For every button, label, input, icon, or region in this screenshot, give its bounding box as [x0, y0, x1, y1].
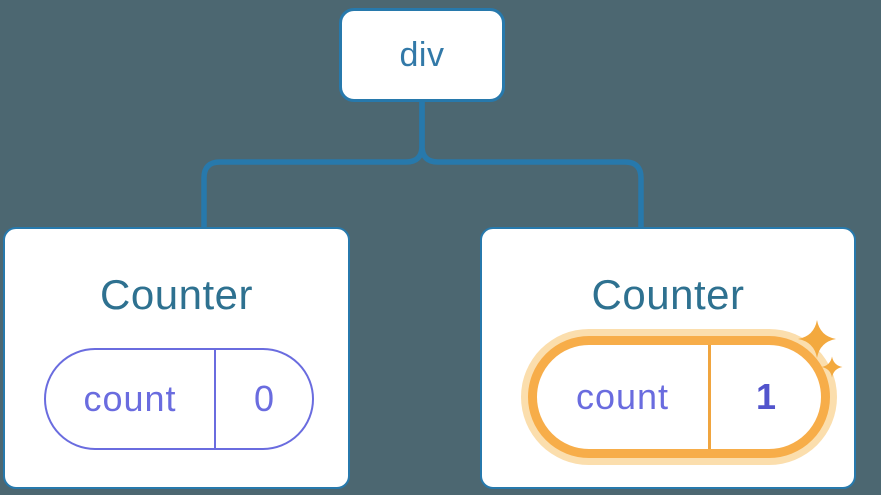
state-key-label: count: [575, 376, 670, 417]
counter-card-title: Counter: [591, 271, 745, 318]
state-pill-highlighted: count 1: [528, 336, 830, 458]
counter-card-right: Counter count 1: [480, 227, 856, 489]
state-key-cell: count: [46, 350, 216, 448]
tree-root-node: div: [339, 8, 505, 102]
sparkle-small: [821, 356, 843, 378]
root-node-label: div: [399, 35, 445, 74]
connector-right-branch: [419, 100, 644, 229]
state-value-cell: 1: [711, 345, 821, 449]
state-value: 1: [755, 376, 777, 417]
connector-left-branch: [201, 100, 425, 229]
state-key-label: count: [83, 378, 177, 419]
state-value-cell: 0: [216, 350, 312, 448]
counter-card-left: Counter count 0: [3, 227, 350, 489]
state-key-cell: count: [537, 345, 711, 449]
state-value: 0: [253, 378, 275, 419]
sparkle-large: [798, 320, 836, 358]
counter-card-title: Counter: [100, 271, 253, 318]
sparkle-icon: [798, 320, 843, 378]
state-pill: count 0: [44, 348, 314, 450]
